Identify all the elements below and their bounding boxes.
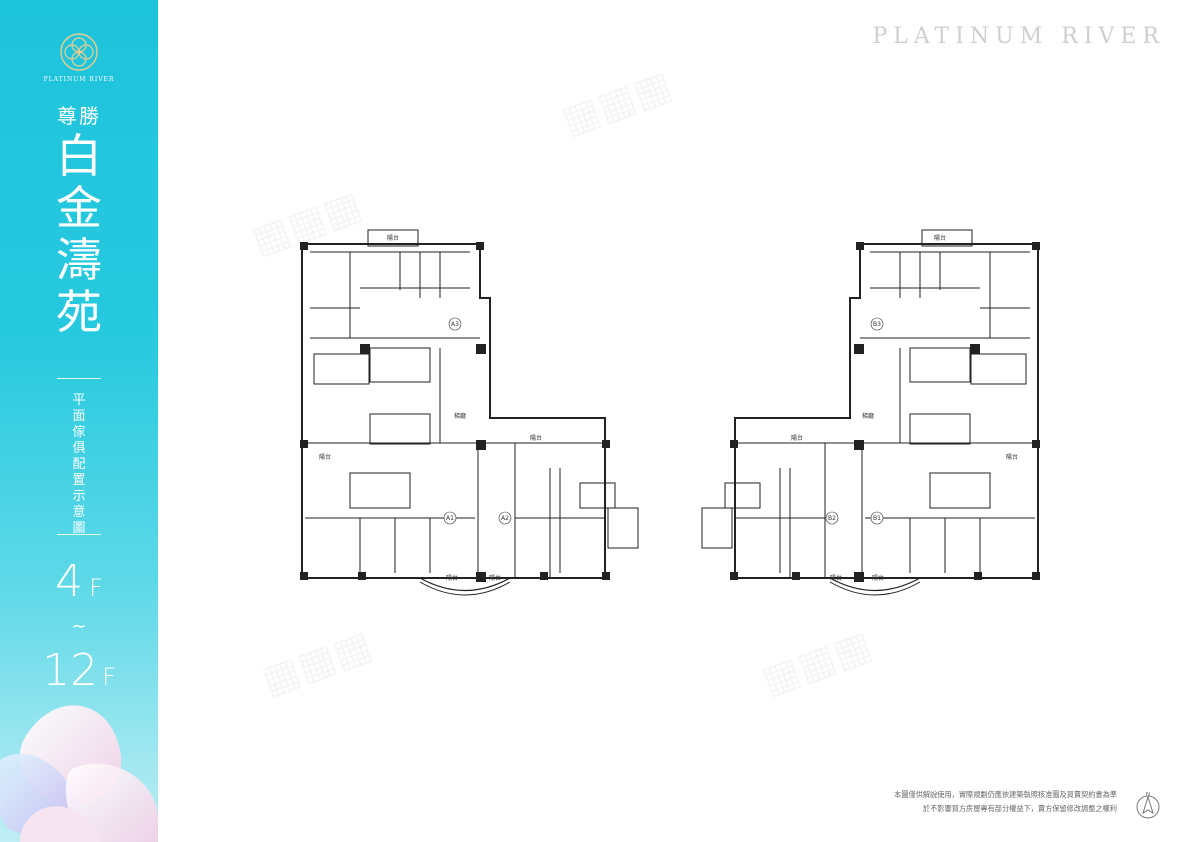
left-building [300,229,639,596]
room-label-balcony: 陽台 [1006,453,1018,461]
room-label-balcony: 陽台 [489,574,501,582]
room-label-balcony: 陽台 [446,574,458,582]
header-wordmark: PLATINUM RIVER [872,24,1165,49]
floor-separator: ~ [71,616,87,637]
room-label-elevator-hall: 梯廳 [454,412,466,420]
unit-tag-a2: A2 [501,515,509,522]
watermark: ▦▦▦ [256,622,378,704]
room-label-balcony: 陽台 [830,574,842,582]
flower-decoration [0,705,158,842]
floor-plan: A3 A1 A2 陽台 陽台 陽台 陽台 陽台 梯廳 B3 B2 B1 陽台 陽… [300,229,1040,596]
unit-tag-b1: B1 [873,515,881,522]
project-subtitle: 尊勝 [57,104,101,128]
project-title: 白金濤苑 [56,129,102,339]
disclaimer-note: 本圖僅供解說使用，實際規劃仍應依建築執照核准圖及買賣契約書為準 於不影響買方房屋… [787,788,1117,816]
room-label-balcony: 陽台 [872,574,884,582]
logo-emblem-icon [60,33,98,71]
brand-name: PLATINUM RIVER [43,76,115,83]
room-label-balcony: 陽台 [387,234,399,242]
room-label-balcony: 陽台 [934,234,946,242]
floor-from-unit: F [89,574,103,602]
room-label-balcony: 陽台 [319,453,331,461]
unit-tag-a3: A3 [451,321,459,328]
floor-to-unit: F [102,663,116,691]
north-letter: N [1146,792,1151,798]
unit-tag-a1: A1 [446,515,454,522]
logo: PLATINUM RIVER [0,32,158,83]
unit-tag-b3: B3 [873,321,881,328]
watermark: ▦▦▦ [756,622,878,704]
room-label-elevator-hall: 梯廳 [862,412,874,420]
floor-to-number: 12 [42,645,99,696]
room-label-balcony: 陽台 [791,434,803,442]
watermark: ▦▦▦ [556,62,678,144]
disclaimer-line: 本圖僅供解說使用，實際規劃仍應依建築執照核准圖及買賣契約書為準 [894,790,1117,799]
divider [57,378,101,379]
room-label-balcony: 陽台 [530,434,542,442]
floor-from-number: 4 [55,556,84,607]
disclaimer-line: 於不影響買方房屋專有部分權益下，賣方保留修改調整之權利 [922,804,1117,813]
unit-tag-b2: B2 [828,515,836,522]
plan-type-label: 平面傢俱配置示意圖 [72,393,86,536]
right-building [701,229,1040,596]
divider [57,534,101,535]
north-arrow-icon: N [1136,792,1160,819]
